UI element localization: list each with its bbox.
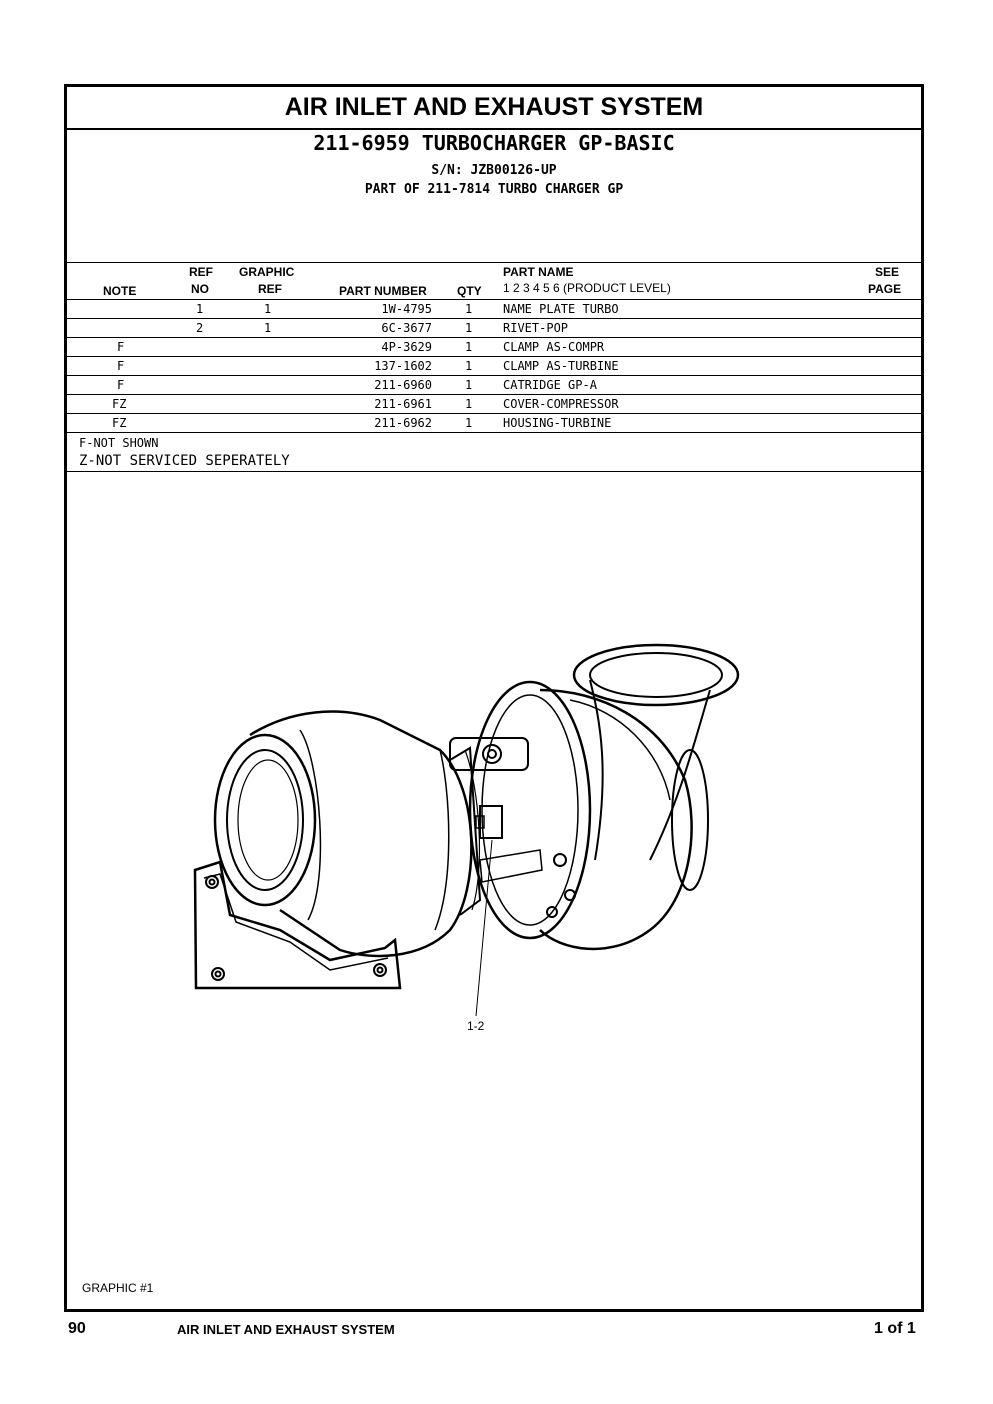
notes-divider	[67, 471, 921, 472]
cell-note: F	[117, 378, 125, 392]
cell-qty: 1	[465, 340, 473, 354]
cell-part-number: 211-6960	[374, 378, 432, 392]
table-row: FZ 211-6962 1 HOUSING-TURBINE	[67, 413, 921, 433]
footer-page-number: 90	[68, 1320, 86, 1337]
cell-part-name: CATRIDGE GP-A	[503, 378, 597, 392]
footer-section-title: AIR INLET AND EXHAUST SYSTEM	[177, 1322, 395, 1337]
table-bottom-divider	[67, 432, 921, 433]
cell-qty: 1	[465, 359, 473, 373]
parent-group: PART OF 211-7814 TURBO CHARGER GP	[364, 182, 624, 197]
col-header-qty: QTY	[457, 284, 482, 298]
page-title: AIR INLET AND EXHAUST SYSTEM	[67, 87, 921, 130]
col-header-see: SEE	[875, 265, 900, 279]
graphic-label: GRAPHIC #1	[82, 1281, 154, 1295]
cell-note: F	[117, 340, 125, 354]
col-header-note: NOTE	[103, 284, 137, 298]
table-row: F 4P-3629 1 CLAMP AS-COMPR	[67, 337, 921, 357]
serial-range: S/N: JZB00126-UP	[431, 163, 557, 178]
note-not-serviced: Z-NOT SERVICED SEPERATELY	[79, 453, 290, 469]
product-level: 1 2 3 4 5 6 (PRODUCT LEVEL)	[503, 281, 671, 295]
cell-part-name: HOUSING-TURBINE	[503, 416, 612, 430]
cell-qty: 1	[465, 321, 473, 335]
cell-qty: 1	[465, 378, 473, 392]
cell-qty: 1	[465, 397, 473, 411]
cell-qty: 1	[465, 302, 473, 316]
graphic-callout: 1-2	[467, 1019, 485, 1033]
col-header-ref-no: NO	[191, 282, 209, 296]
table-row: 2 1 6C-3677 1 RIVET-POP	[67, 318, 921, 338]
cell-part-name: COVER-COMPRESSOR	[503, 397, 619, 411]
cell-note: F	[117, 359, 125, 373]
turbocharger-illustration	[193, 643, 740, 1017]
cell-part-name: RIVET-POP	[503, 321, 569, 335]
cell-part-number: 211-6961	[374, 397, 432, 411]
footer-page-count: 1 of 1	[874, 1320, 916, 1337]
cell-qty: 1	[465, 416, 473, 430]
cell-part-number: 211-6962	[374, 416, 432, 430]
cell-note: FZ	[112, 397, 127, 411]
col-header-part-name: PART NAME	[503, 265, 574, 279]
table-row: F 137-1602 1 CLAMP AS-TURBINE	[67, 356, 921, 376]
cell-note: FZ	[112, 416, 127, 430]
col-header-ref: REF	[189, 265, 213, 279]
table-header-divider	[67, 262, 921, 263]
cell-part-number: 4P-3629	[381, 340, 432, 354]
cell-graphic: 1	[264, 321, 272, 335]
cell-part-number: 6C-3677	[381, 321, 432, 335]
cell-part-name: CLAMP AS-TURBINE	[503, 359, 619, 373]
cell-part-number: 1W-4795	[381, 302, 432, 316]
cell-part-name: NAME PLATE TURBO	[503, 302, 619, 316]
col-header-see-page: PAGE	[868, 282, 902, 296]
col-header-graphic-ref: REF	[258, 282, 282, 296]
table-row: F 211-6960 1 CATRIDGE GP-A	[67, 375, 921, 395]
cell-graphic: 1	[264, 302, 272, 316]
page-frame: AIR INLET AND EXHAUST SYSTEM 211-6959 TU…	[64, 84, 924, 1312]
cell-part-number: 137-1602	[374, 359, 432, 373]
cell-part-name: CLAMP AS-COMPR	[503, 340, 605, 354]
group-title: 211-6959 TURBOCHARGER GP-BASIC	[313, 131, 675, 155]
cell-ref: 2	[196, 321, 204, 335]
cell-ref: 1	[196, 302, 204, 316]
col-header-graphic: GRAPHIC	[239, 265, 295, 279]
table-row: FZ 211-6961 1 COVER-COMPRESSOR	[67, 394, 921, 414]
col-header-part-number: PART NUMBER	[339, 284, 427, 298]
note-not-shown: F-NOT SHOWN	[79, 436, 159, 450]
table-row: 1 1 1W-4795 1 NAME PLATE TURBO	[67, 299, 921, 319]
